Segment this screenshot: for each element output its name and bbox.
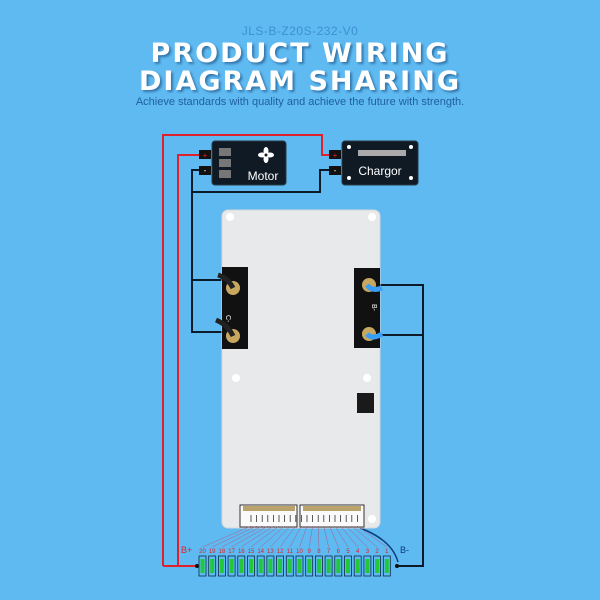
battery-cell: 14	[256, 549, 265, 577]
black-wire-b-minus	[378, 284, 424, 567]
cell-number: 8	[317, 549, 321, 555]
red-wire-charger	[162, 134, 340, 566]
balance-wire	[351, 525, 378, 548]
battery-cell: 6	[334, 549, 343, 577]
cell-number: 1	[385, 549, 389, 555]
cell-number: 7	[327, 549, 331, 555]
title-line-2: DIAGRAM SHARING	[138, 66, 461, 97]
battery-cell: 4	[353, 549, 362, 577]
cell-number: 15	[248, 549, 255, 555]
battery-cell: 18	[217, 549, 226, 577]
cell-number: 20	[199, 549, 206, 555]
b-plus-label: B+	[181, 545, 192, 555]
cell-number: 16	[238, 549, 245, 555]
cell-number: 5	[346, 549, 350, 555]
c-minus-terminal: C-	[214, 267, 248, 349]
balance-wire	[202, 525, 252, 548]
charger-minus: -	[334, 166, 337, 175]
cell-number: 17	[228, 549, 235, 555]
battery-cell: 16	[237, 549, 245, 577]
fan-icon	[258, 147, 274, 163]
board-connector	[357, 393, 374, 413]
b-minus-pad-label: B-	[370, 304, 377, 312]
balance-wire	[289, 525, 302, 548]
motor-label: Motor	[248, 169, 279, 183]
balance-wire	[329, 525, 339, 548]
battery-cell: 7	[324, 549, 333, 577]
charger-device: Chargor + -	[329, 140, 419, 186]
balance-wire	[357, 525, 387, 548]
balance-wire	[221, 525, 263, 548]
battery-cell: 20	[198, 549, 206, 577]
balance-wire	[231, 525, 268, 548]
model-number: JLS-B-Z20S-232-V0	[241, 24, 359, 38]
balance-wire	[308, 525, 313, 548]
battery-cell: 8	[314, 549, 323, 577]
battery-cell: 19	[208, 549, 216, 577]
battery-cell: 12	[276, 549, 284, 577]
cell-number: 10	[296, 549, 303, 555]
balance-wire	[334, 525, 349, 548]
red-wire-motor	[177, 154, 200, 566]
battery-cell: 11	[285, 549, 294, 577]
title-line-1: PRODUCT WIRING	[150, 38, 450, 69]
balance-wire	[241, 525, 274, 548]
balance-wire	[279, 525, 297, 548]
balance-wire	[340, 525, 358, 548]
battery-cell: 13	[266, 549, 274, 577]
cell-number: 14	[257, 549, 264, 555]
cell-number: 11	[287, 549, 294, 555]
battery-cell: 9	[305, 549, 314, 577]
motor-minus: -	[204, 166, 207, 175]
battery-cell: 15	[247, 549, 255, 577]
balance-wire	[270, 525, 291, 548]
cell-number: 18	[219, 549, 226, 555]
cell-number: 9	[308, 549, 312, 555]
bms-board	[221, 209, 381, 529]
cell-number: 6	[337, 549, 341, 555]
balance-wire	[323, 525, 329, 548]
b-minus-terminal: B-	[354, 268, 384, 348]
tagline: Achieve standards with quality and achie…	[135, 96, 465, 108]
balance-wire	[212, 525, 257, 548]
b-minus-label: B-	[400, 545, 409, 555]
battery-cell: 17	[227, 549, 236, 577]
battery-cell: 2	[373, 549, 382, 577]
cell-number: 12	[277, 549, 284, 555]
motor-device: Motor + -	[199, 140, 287, 186]
cell-number: 13	[267, 549, 274, 555]
black-wire-motor	[191, 169, 228, 333]
battery-cell: 5	[344, 549, 352, 577]
balance-wire	[299, 525, 308, 548]
battery-cell: 3	[363, 549, 372, 577]
cell-number: 3	[366, 549, 370, 555]
c-minus-label: C-	[224, 315, 231, 323]
charger-plus: +	[333, 151, 338, 160]
battery-cell: 10	[295, 549, 303, 577]
cell-number: 19	[209, 549, 216, 555]
balance-wire	[317, 525, 320, 548]
cell-number: 2	[375, 549, 379, 555]
balance-wire	[250, 525, 280, 548]
motor-plus: +	[203, 151, 208, 160]
balance-wire	[260, 525, 285, 548]
cell-number: 4	[356, 549, 360, 555]
balance-wire	[346, 525, 368, 548]
charger-label: Chargor	[358, 164, 401, 178]
battery-cell: 1	[382, 549, 391, 577]
